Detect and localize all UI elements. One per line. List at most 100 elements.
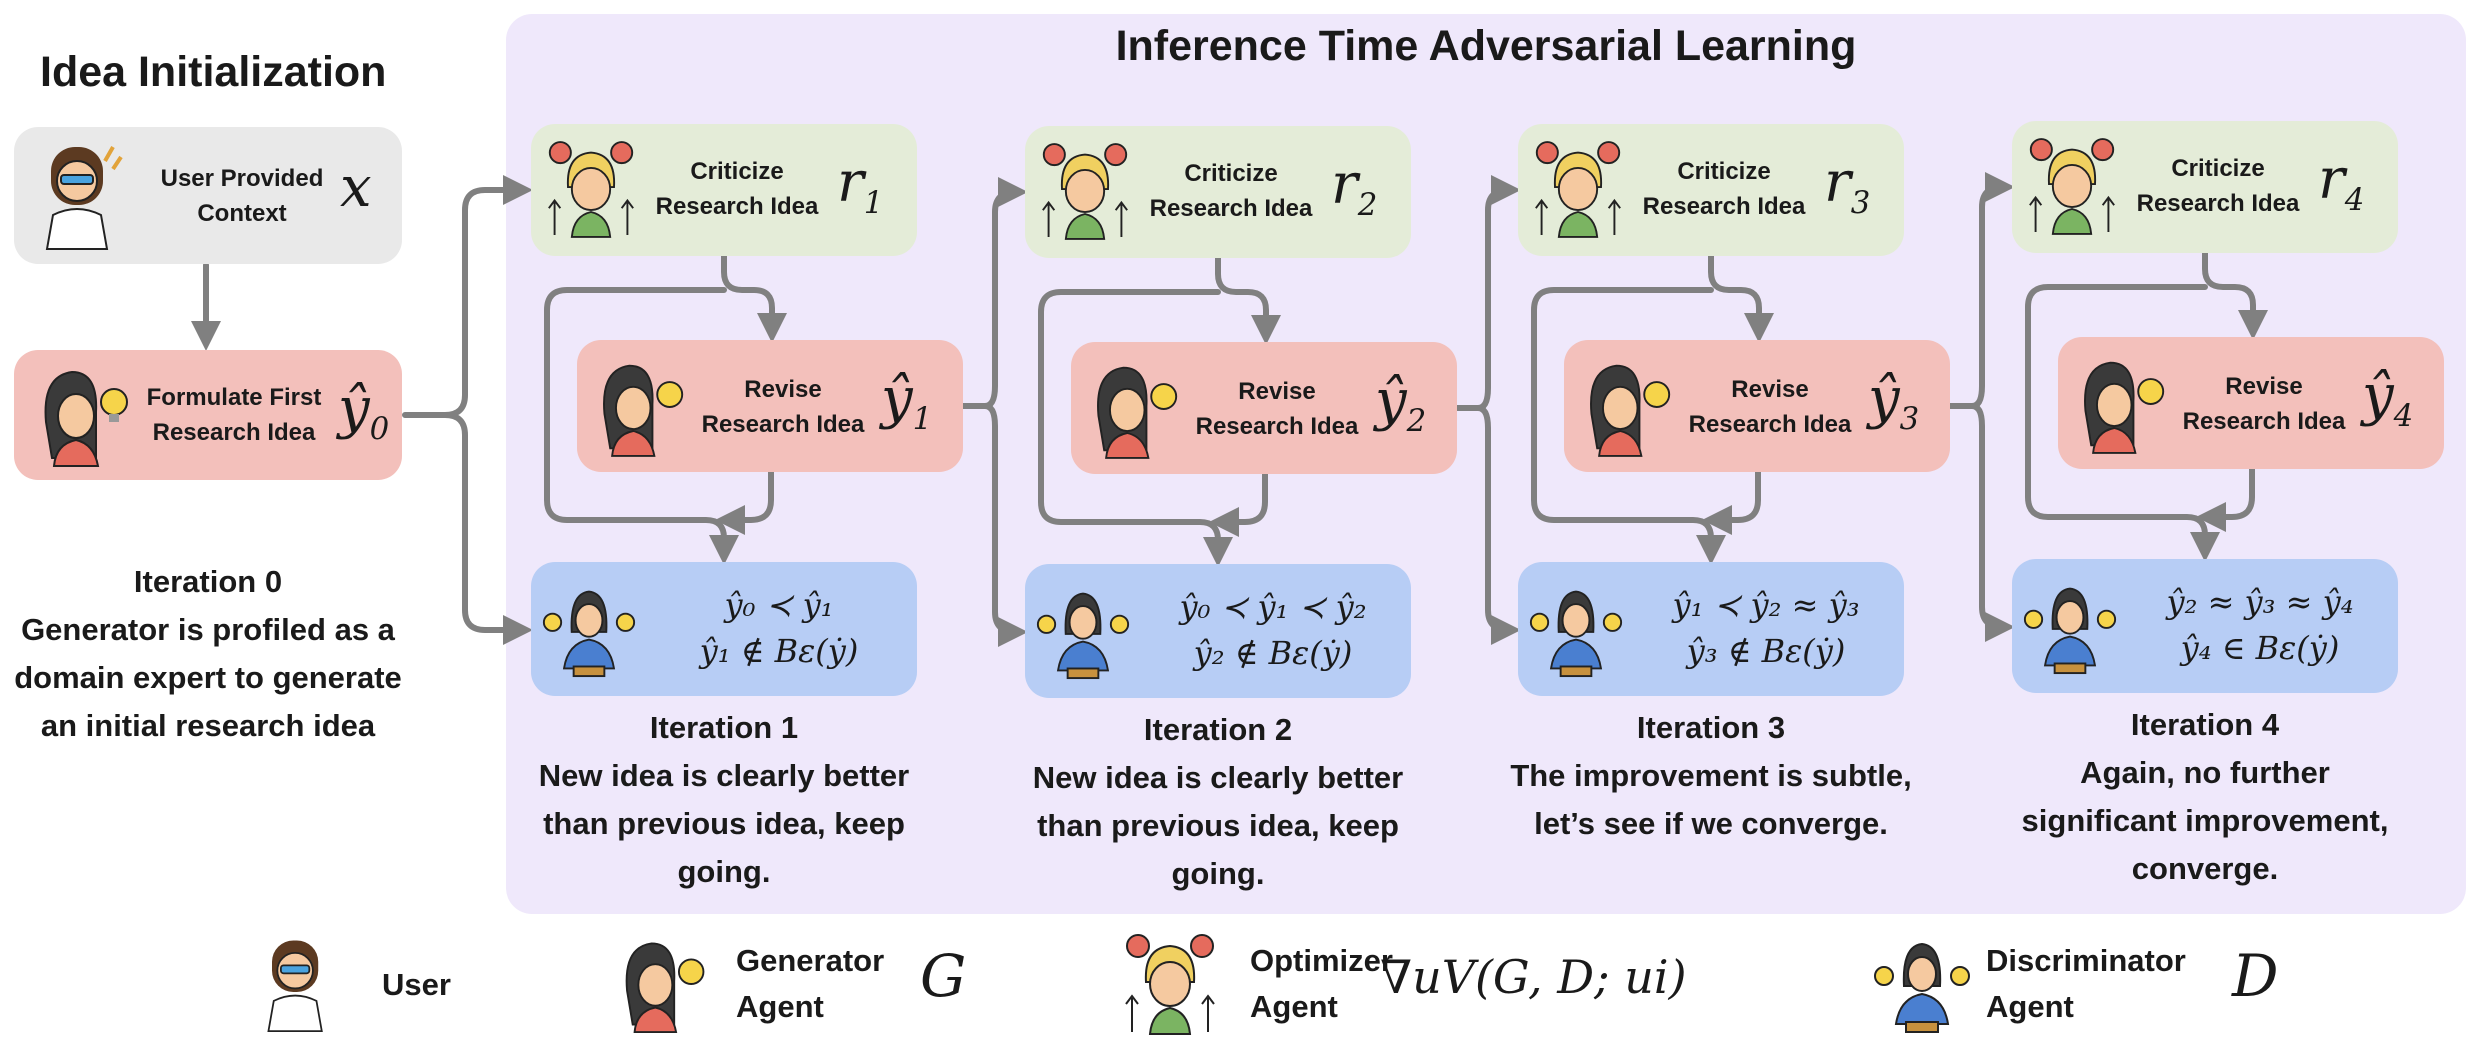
generator-agent-icon [1085,358,1181,460]
iteration-0-title: Iteration 0 [133,564,283,599]
adversarial-learning-title: Inference Time Adversarial Learning [1115,22,1857,70]
legend-generator-label: Generator Agent [736,943,885,1024]
iteration-3-caption: Iteration 3 The improvement is subtle, l… [1508,704,1914,848]
arrow-revise-to-criticize-next-3 [1947,172,2015,409]
arrow-revise-to-discriminator-next-2 [1475,405,1521,645]
revise-label: Revise Research Idea [701,376,865,438]
arrow-revise-to-criticize-next-2 [1454,175,1521,411]
arrow-revise-to-discriminator-3 [1702,469,1761,535]
legend-user-label: User [382,967,451,1002]
arrow-y0-to-discriminator [442,412,533,645]
user-context-box: User Provided Context x [14,127,402,264]
r2-symbol: r2 [1331,152,1378,224]
convergence-ball-condition: ŷ₂ ∉ Bε(ẏ) [1193,634,1353,672]
iteration-2-title: Iteration 2 [1143,712,1293,747]
arrow-criticize-to-revise-4 [2202,250,2268,340]
arrow-criticize-to-revise-1 [721,253,787,343]
optimizer-agent-icon [1039,140,1131,242]
convergence-ball-condition: ŷ₁ ∉ Bε(ẏ) [699,632,859,670]
y0-symbol: ŷ0 [338,376,390,448]
convergence-ball-condition: ŷ₄ ∈ Bε(ẏ) [2180,629,2340,667]
discriminator-box-1: ŷ₀ ≺ ŷ₁ ŷ₁ ∉ Bε(ẏ) [531,562,917,696]
arrow-criticize-to-revise-3 [1708,253,1774,343]
legend-optimizer-icon [1122,932,1218,1036]
iteration-4-title: Iteration 4 [2130,707,2280,742]
preference-relation: ŷ₀ ≺ ŷ₁ [724,586,834,624]
arrow-criticize-to-revise-2 [1215,255,1281,345]
convergence-ball-condition: ŷ₃ ∉ Bε(ẏ) [1686,632,1846,670]
r3-symbol: r3 [1824,150,1871,222]
iteration-1-text: New idea is clearly better than previous… [538,758,910,889]
discriminator-comparison: ŷ₁ ≺ ŷ₂ ≈ ŷ₃ ŷ₃ ∉ Bε(ẏ) [1636,582,1896,674]
iteration-1-title: Iteration 1 [649,710,799,745]
criticize-box-4: Criticize Research Idea r4 [2012,121,2398,253]
optimizer-agent-icon [545,138,637,240]
optimizer-agent-icon [1532,138,1624,240]
generator-agent-icon [591,356,687,458]
context-symbol-x: x [340,155,372,220]
discriminator-agent-icon [1528,582,1624,678]
y4-symbol: ŷ4 [2362,363,2414,435]
iteration-0-text: Generator is profiled as a domain expert… [14,612,402,743]
arrow-revise-to-criticize-next-1 [960,177,1028,409]
iteration-3-text: The improvement is subtle, let’s see if … [1510,758,1912,841]
arrow-revise-to-discriminator-1 [715,469,774,535]
legend-discriminator-label: Discriminator Agent [1986,943,2186,1024]
arrow-revise-to-discriminator-next-1 [982,403,1028,647]
formulate-first-idea-label: Formulate First Research Idea [146,384,322,446]
preference-relation: ŷ₁ ≺ ŷ₂ ≈ ŷ₃ [1672,586,1860,624]
iteration-1-caption: Iteration 1 New idea is clearly better t… [521,704,927,896]
criticize-label: Criticize Research Idea [2136,155,2300,217]
preference-relation: ŷ₂ ≈ ŷ₃ ≈ ŷ₄ [2166,583,2354,621]
criticize-box-3: Criticize Research Idea r3 [1518,124,1904,256]
legend-generator-symbol: G [920,942,967,1010]
revise-box-3: Revise Research Idea ŷ3 [1564,340,1950,472]
arrow-revise-to-discriminator-next-3 [1969,403,2015,642]
preference-relation: ŷ₀ ≺ ŷ₁ ≺ ŷ₂ [1179,588,1367,626]
iteration-4-text: Again, no further significant improvemen… [2021,755,2389,886]
arrow-revise-to-discriminator-2 [1209,471,1268,537]
y3-symbol: ŷ3 [1868,366,1920,438]
revise-box-1: Revise Research Idea ŷ1 [577,340,963,472]
optimizer-agent-icon [2026,135,2118,237]
criticize-label: Criticize Research Idea [1149,160,1313,222]
iteration-3-title: Iteration 3 [1636,710,1786,745]
discriminator-comparison: ŷ₀ ≺ ŷ₁ ≺ ŷ₂ ŷ₂ ∉ Bε(ẏ) [1143,584,1403,676]
formulate-first-idea-box: Formulate First Research Idea ŷ0 [14,350,402,480]
revise-label: Revise Research Idea [1688,376,1852,438]
criticize-box-2: Criticize Research Idea r2 [1025,126,1411,258]
idea-initialization-title: Idea Initialization [40,48,387,96]
r4-symbol: r4 [2318,147,2365,219]
discriminator-agent-icon [541,582,637,678]
arrow-revise-to-discriminator-4 [2196,466,2255,532]
discriminator-box-4: ŷ₂ ≈ ŷ₃ ≈ ŷ₄ ŷ₄ ∈ Bε(ẏ) [2012,559,2398,693]
revise-box-4: Revise Research Idea ŷ4 [2058,337,2444,469]
revise-label: Revise Research Idea [2182,373,2346,435]
revise-label: Revise Research Idea [1195,378,1359,440]
generator-agent-icon [1578,356,1674,458]
discriminator-agent-icon [2022,579,2118,675]
legend-optimizer-symbol: ∇uV(G, D; ui) [1380,950,1687,1004]
r1-symbol: r1 [837,150,884,222]
legend-discriminator-symbol: D [2232,942,2279,1010]
user-context-label: User Provided Context [160,165,324,227]
legend-generator-icon [612,934,710,1034]
user-icon [32,141,124,251]
iteration-4-caption: Iteration 4 Again, no further significan… [2002,701,2408,893]
legend: User Generator Agent G Optimizer Agent ∇… [0,928,2474,1046]
discriminator-comparison: ŷ₂ ≈ ŷ₃ ≈ ŷ₄ ŷ₄ ∈ Bε(ẏ) [2130,579,2390,671]
generator-agent-icon [2072,353,2168,455]
discriminator-box-2: ŷ₀ ≺ ŷ₁ ≺ ŷ₂ ŷ₂ ∉ Bε(ẏ) [1025,564,1411,698]
iteration-0-caption: Iteration 0 Generator is profiled as a d… [14,558,402,750]
y1-symbol: ŷ1 [881,366,933,438]
legend-user-icon [256,934,336,1034]
discriminator-box-3: ŷ₁ ≺ ŷ₂ ≈ ŷ₃ ŷ₃ ∉ Bε(ẏ) [1518,562,1904,696]
legend-optimizer-label: Optimizer Agent [1250,943,1393,1024]
legend-discriminator-icon [1872,934,1972,1034]
y2-symbol: ŷ2 [1375,368,1427,440]
discriminator-agent-icon [1035,584,1131,680]
criticize-box-1: Criticize Research Idea r1 [531,124,917,256]
arrow-y0-to-criticize [402,175,533,418]
discriminator-comparison: ŷ₀ ≺ ŷ₁ ŷ₁ ∉ Bε(ẏ) [649,582,909,674]
